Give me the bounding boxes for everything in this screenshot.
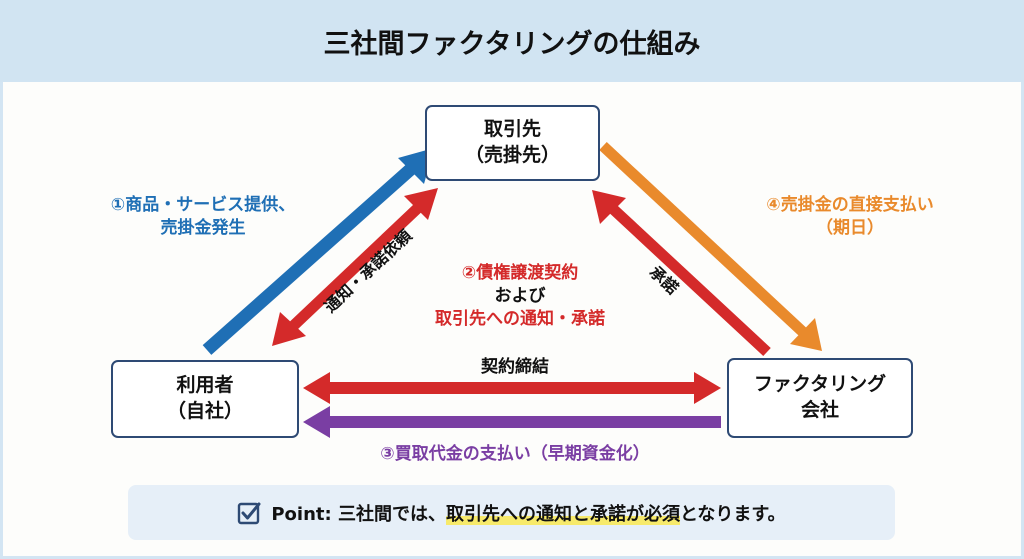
checkbox-checked-icon [238,502,261,524]
node-user-sub: （自社） [166,400,243,422]
point-prefix: Point: 三社間では、 [271,503,446,525]
node-client: 取引先 （売掛先） [425,105,600,181]
label-step1: ①商品・サービス提供、 売掛金発生 [68,194,338,240]
node-user-name: 利用者 [176,374,234,397]
arrow-approval [592,190,771,357]
header-band [0,0,1024,82]
node-factoring-company: ファクタリング 会社 [727,358,913,438]
label-step2: ②債権譲渡契約 および 取引先への通知・承諾 [380,262,660,331]
point-text: Point: 三社間では、取引先への通知と承諾が必須となります。 [271,500,786,526]
label-step1-line2: 売掛金発生 [160,217,246,238]
node-factoring-name: ファクタリング [753,373,887,396]
label-step4-line1: ④売掛金の直接支払い [766,195,934,215]
label-step2-line1: ②債権譲渡契約 [461,263,579,283]
point-callout: Point: 三社間では、取引先への通知と承諾が必須となります。 [128,485,895,540]
point-suffix: となります。 [679,503,786,525]
label-step2-line3: 取引先への通知・承諾 [435,308,605,329]
label-step1-line1: ①商品・サービス提供、 [110,195,296,215]
arrow-step4-direct-payment [599,141,822,351]
label-step4: ④売掛金の直接支払い （期日） [705,194,995,240]
arrow-contract [303,372,721,404]
node-factoring-sub: 会社 [800,399,839,421]
node-user: 利用者 （自社） [111,360,299,438]
label-step2-line2: および [494,285,546,306]
point-highlight: 取引先への通知と承諾が必須 [445,503,680,525]
label-step3: ③買取代金の支払い（早期資金化） [380,444,650,464]
arrow-step3-purchase-payment [303,406,721,438]
node-client-sub: （売掛先） [464,144,560,166]
label-step4-line2: （期日） [816,217,884,238]
node-client-name: 取引先 [483,118,541,141]
label-contract: 契約締結 [481,357,549,377]
arrow-notify-request [272,188,438,346]
page-title: 三社間ファクタリングの仕組み [323,29,701,60]
